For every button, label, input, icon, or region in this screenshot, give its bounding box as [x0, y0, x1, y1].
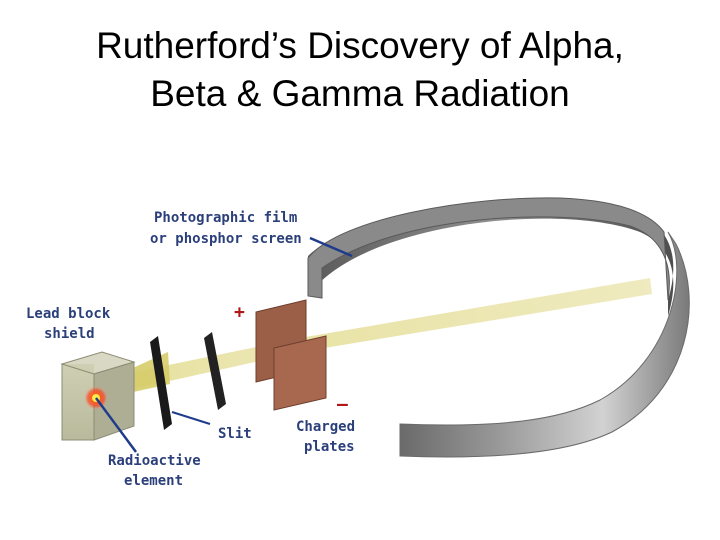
radio-pointer [94, 397, 138, 453]
slide-title: Rutherford’s Discovery of Alpha, Beta & … [0, 22, 720, 118]
label-plates-1: Charged [296, 419, 355, 435]
label-plates-2: plates [304, 439, 355, 455]
plus-sign: + [234, 302, 245, 323]
screen-back-band [307, 197, 670, 301]
beam-far [300, 278, 652, 352]
title-line-2: Beta & Gamma Radiation [150, 73, 570, 114]
minus-sign: – [337, 394, 348, 415]
lead-block [60, 351, 136, 441]
label-film-2: or phosphor screen [150, 231, 302, 247]
label-radio-1: Radioactive [108, 453, 201, 469]
slit-pointer [171, 411, 211, 425]
label-lead-1: Lead block [26, 306, 111, 322]
label-radio-2: element [124, 473, 183, 489]
title-line-1: Rutherford’s Discovery of Alpha, [96, 25, 624, 66]
label-lead-2: shield [44, 326, 95, 342]
slit-plate-2 [204, 332, 226, 410]
label-slit: Slit [218, 426, 252, 442]
label-film-1: Photographic film [154, 210, 297, 226]
negative-plate [273, 335, 327, 411]
screen-front [399, 231, 690, 458]
film-pointer [309, 236, 353, 258]
slit-plate-1 [150, 336, 172, 430]
